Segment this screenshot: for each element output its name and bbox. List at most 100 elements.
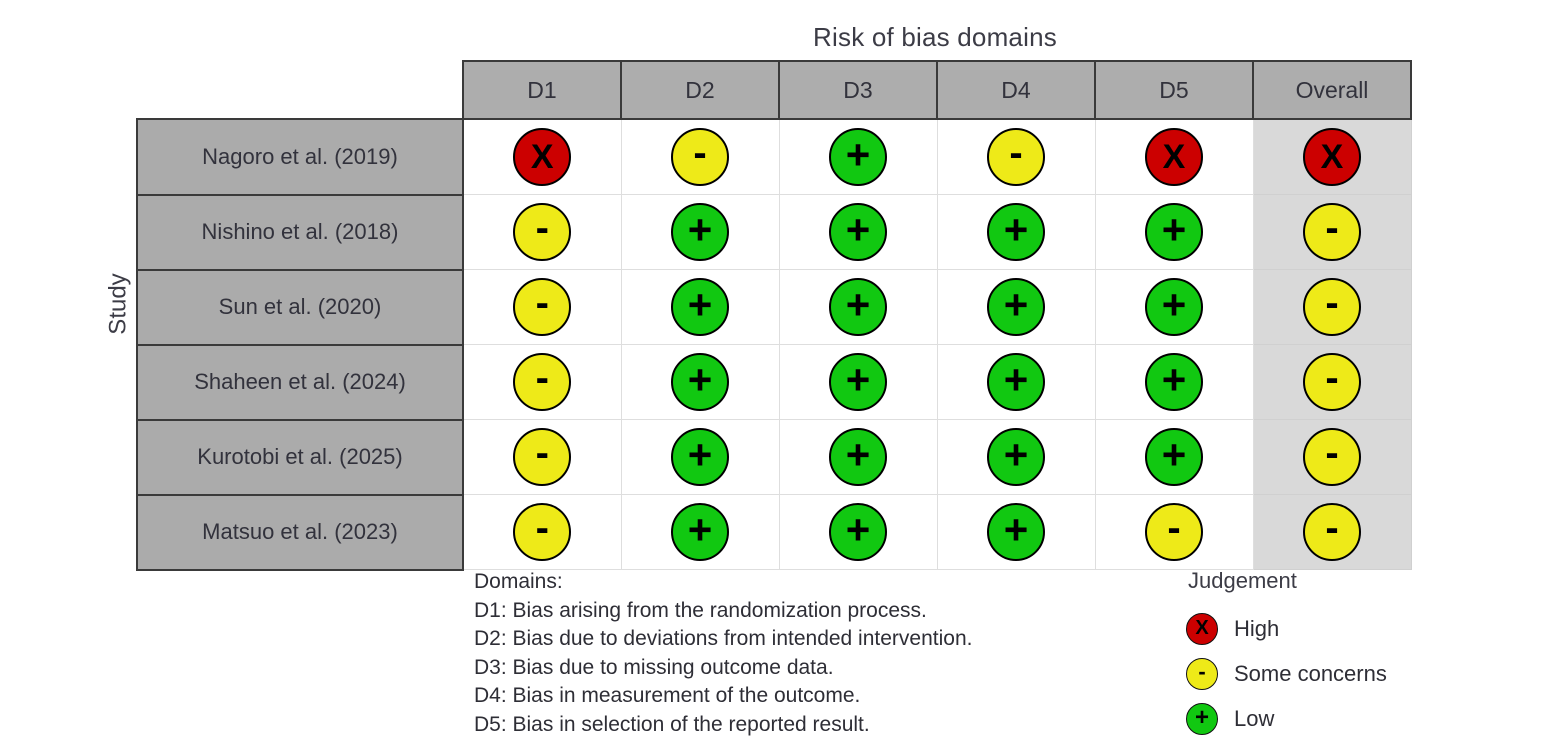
judgement-glyph: - [535,506,549,550]
judgement-glyph: + [845,431,871,478]
domain-description-d5: D5: Bias in selection of the reported re… [474,712,870,736]
judgement-dot: + [829,353,887,411]
judgement-glyph: - [693,131,707,175]
judgement-cell[interactable]: + [778,269,938,345]
judgement-glyph: - [1325,506,1339,550]
overall-judgement-cell[interactable]: X [1252,118,1412,195]
legend-item-some-concerns: - Some concerns [1186,651,1387,696]
domains-legend-heading: Domains: [474,570,563,593]
judgement-cell[interactable]: + [620,419,780,495]
judgement-cell[interactable]: - [462,494,622,570]
judgement-cell[interactable]: + [936,419,1096,495]
overall-judgement-cell[interactable]: - [1252,344,1412,420]
judgement-dot: + [671,428,729,486]
judgement-dot: + [987,428,1045,486]
judgement-cell[interactable]: + [936,194,1096,270]
overall-judgement-cell[interactable]: - [1252,194,1412,270]
judgement-cell[interactable]: - [462,194,622,270]
judgement-dot: + [1145,353,1203,411]
judgement-cell[interactable]: + [778,419,938,495]
column-header-d3: D3 [778,60,938,120]
judgement-cell[interactable]: - [462,344,622,420]
column-header-overall: Overall [1252,60,1412,120]
judgement-cell[interactable]: + [936,344,1096,420]
judgement-cell[interactable]: + [1094,269,1254,345]
judgement-dot: + [829,203,887,261]
table-header: D1 D2 D3 D4 D5 Overall [137,60,1412,120]
judgement-dot: - [987,128,1045,186]
high-risk-glyph: X [1195,616,1209,639]
judgement-glyph: + [1003,431,1029,478]
judgement-glyph: + [1003,356,1029,403]
judgement-cell[interactable]: + [936,494,1096,570]
overall-judgement-cell[interactable]: - [1252,419,1412,495]
judgement-glyph: - [1325,206,1339,250]
judgement-glyph: + [1161,206,1187,253]
judgement-dot: + [671,278,729,336]
judgement-cell[interactable]: + [936,269,1096,345]
judgement-cell[interactable]: + [1094,419,1254,495]
judgement-cell[interactable]: + [620,269,780,345]
overall-judgement-cell[interactable]: - [1252,494,1412,570]
header-row: D1 D2 D3 D4 D5 Overall [137,60,1412,120]
judgement-glyph: + [1161,281,1187,328]
judgement-dot: - [1303,278,1361,336]
judgement-glyph: - [535,281,549,325]
judgement-glyph: + [1161,431,1187,478]
judgement-cell[interactable]: + [778,118,938,195]
judgement-cell[interactable]: + [620,494,780,570]
judgement-dot: + [987,503,1045,561]
table-row: Nishino et al. (2018) - + + + + - [136,193,1412,271]
judgement-cell[interactable]: + [778,194,938,270]
judgement-dot: + [1145,428,1203,486]
judgement-cell[interactable]: + [620,344,780,420]
judgement-cell[interactable]: X [1094,118,1254,195]
judgement-glyph: - [1167,506,1181,550]
study-label: Shaheen et al. (2024) [136,343,464,421]
domains-legend: Domains: D1: Bias arising from the rando… [474,568,972,739]
judgement-dot: + [829,128,887,186]
judgement-glyph: + [845,131,871,178]
judgement-cell[interactable]: - [462,419,622,495]
judgement-cell[interactable]: - [462,269,622,345]
study-label: Matsuo et al. (2023) [136,493,464,571]
legend-item-low: + Low [1186,696,1387,741]
domain-description-d2: D2: Bias due to deviations from intended… [474,627,973,650]
judgement-cell[interactable]: X [462,118,622,195]
judgement-dot: - [513,353,572,411]
column-header-d1: D1 [462,60,622,120]
judgement-dot: X [1303,128,1361,186]
judgement-cell[interactable]: - [620,118,780,195]
judgement-glyph: - [1325,431,1339,475]
judgement-cell[interactable]: - [936,118,1096,195]
judgement-cell[interactable]: + [1094,344,1254,420]
legend-label-high: High [1234,615,1280,641]
judgement-dot: - [1145,503,1203,561]
overall-judgement-cell[interactable]: - [1252,269,1412,345]
judgement-glyph: - [1325,281,1339,325]
table-row: Shaheen et al. (2024) - + + + + - [136,343,1412,421]
judgement-dot: + [829,278,887,336]
judgement-glyph: + [687,356,713,403]
judgement-glyph: + [687,281,713,328]
judgement-glyph: X [1162,138,1186,176]
legend-item-high: X High [1186,606,1387,651]
judgement-cell[interactable]: + [778,494,938,570]
judgement-dot: - [513,203,572,261]
judgement-dot: - [1303,503,1361,561]
judgement-glyph: X [530,138,554,176]
judgement-cell[interactable]: - [1094,494,1254,570]
judgement-dot: + [829,428,887,486]
column-header-d4: D4 [936,60,1096,120]
judgement-cell[interactable]: + [620,194,780,270]
judgement-glyph: + [845,356,871,403]
judgement-dot: - [1303,353,1361,411]
judgement-dot: + [987,353,1045,411]
judgement-cell[interactable]: + [1094,194,1254,270]
judgement-legend-title: Judgement [1188,568,1297,593]
judgement-dot: - [671,128,729,186]
judgement-glyph: + [687,506,713,553]
judgement-cell[interactable]: + [778,344,938,420]
judgement-glyph: + [1003,281,1029,328]
judgement-legend: Judgement X High - Some concerns + Low [1186,568,1387,741]
